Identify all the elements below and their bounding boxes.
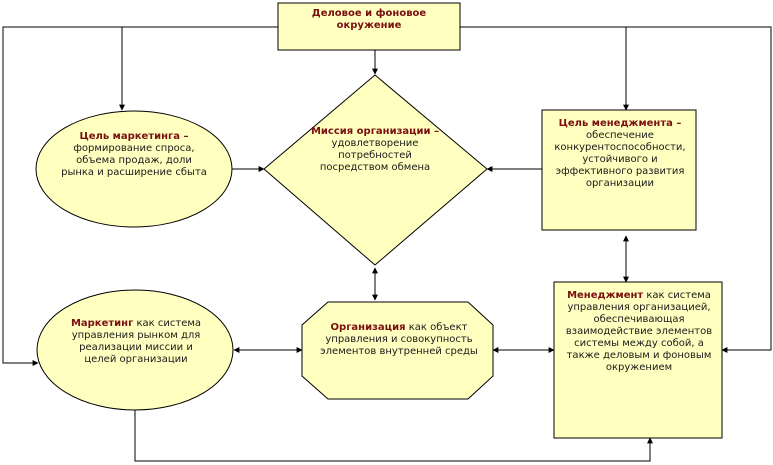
marketing-goal-text: формирование спроса, объема продаж, доли… — [61, 143, 207, 178]
management-goal-box — [541, 109, 697, 231]
management-box — [553, 281, 723, 439]
management-label: Менеджмент как система управления органи… — [562, 290, 716, 374]
mission-text: удовлетворение потребностей посредством … — [319, 138, 431, 173]
organization-octagon — [301, 301, 494, 400]
connector-env-right — [460, 26, 772, 353]
organization-text: как объект управления и совокупность эле… — [320, 322, 478, 357]
management-title: Менеджмент — [567, 290, 644, 301]
management-goal-label: Цель менеджмента – обеспечение конкурент… — [550, 118, 690, 190]
marketing-label: Маркетинг как система управления рынком … — [66, 318, 206, 366]
environment-box — [277, 2, 461, 51]
marketing-goal-title: Цель маркетинга – — [79, 131, 189, 142]
management-goal-title: Цель менеджмента – — [558, 118, 682, 129]
marketing-goal-ellipse — [35, 110, 233, 228]
management-text: как система управления организацией, обе… — [565, 290, 713, 373]
marketing-goal-label: Цель маркетинга – формирование спроса, о… — [60, 131, 208, 179]
management-goal-text: обеспечение конкурентоспособности, устой… — [554, 130, 686, 189]
environment-label: Деловое и фоновое окружение — [282, 8, 456, 32]
mission-label: Миссия организации – удовлетворение потр… — [305, 126, 445, 174]
marketing-title: Маркетинг — [70, 318, 134, 329]
marketing-ellipse — [36, 289, 234, 411]
connector-marketing-management-bottom — [134, 400, 653, 462]
environment-title: Деловое и фоновое окружение — [311, 8, 427, 31]
organization-label: Организация как объект управления и сово… — [313, 322, 485, 358]
mission-diamond — [263, 74, 488, 266]
mission-title: Миссия организации – — [310, 126, 440, 137]
marketing-text: как система управления рынком для реализ… — [71, 318, 202, 365]
connector-env-left — [2, 26, 278, 366]
organization-title: Организация — [330, 322, 406, 333]
